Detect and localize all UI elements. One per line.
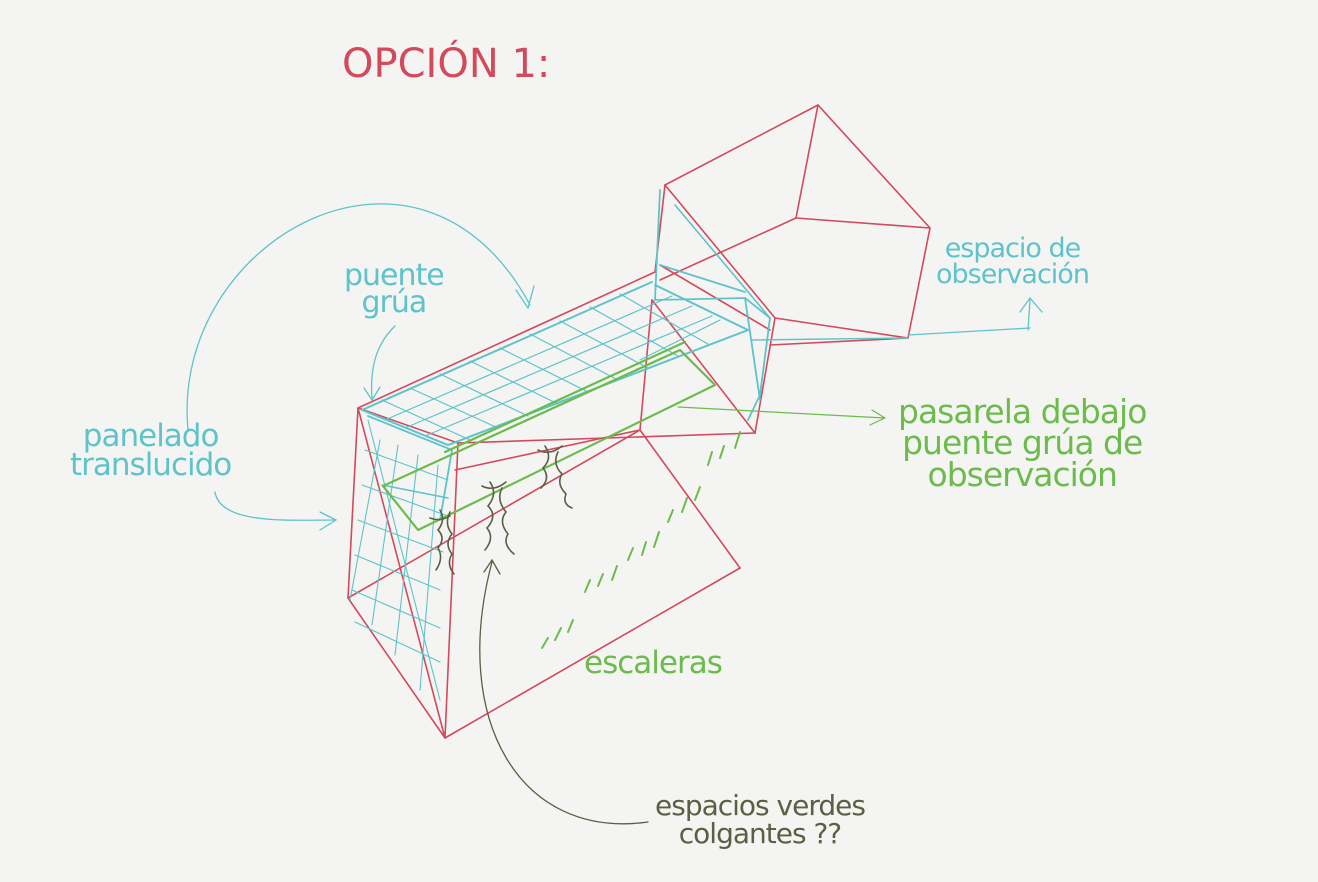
hanging-plants [429, 445, 573, 575]
label-pasarela-line2: puente grúa de [902, 423, 1143, 463]
label-pasarela: pasarela debajo puente grúa de observaci… [898, 392, 1147, 494]
front-panel-grid [349, 419, 449, 701]
label-pasarela-line1: pasarela debajo [898, 392, 1147, 431]
page-title: OPCIÓN 1: [342, 41, 551, 87]
label-panelado: panelado translucido [70, 418, 232, 484]
label-verdes-line2: colgantes ?? [678, 817, 842, 850]
plants-arrow [479, 558, 649, 825]
label-puente-grua-line1: puente [344, 258, 445, 293]
label-espacio-observacion: espacio de observación [936, 233, 1090, 290]
label-verdes-line1: espacios verdes [655, 789, 866, 822]
label-puente-grua-line2: grúa [361, 285, 427, 320]
label-panelado-line1: panelado [82, 418, 220, 454]
label-puente-grua: puente grúa [344, 258, 445, 320]
label-escaleras: escaleras [584, 645, 723, 681]
structure-box [347, 104, 931, 739]
label-espacio-line2: observación [936, 258, 1090, 290]
stairs-ticks [541, 431, 741, 649]
label-espacios-verdes: espacios verdes colgantes ?? [655, 789, 866, 850]
walkway [381, 340, 886, 532]
label-espacio-line1: espacio de [944, 233, 1082, 264]
label-pasarela-line3: observación [927, 454, 1118, 494]
label-panelado-line2: translucido [70, 447, 232, 484]
roof-grid [361, 189, 909, 521]
cyan-arrows [186, 203, 1043, 531]
